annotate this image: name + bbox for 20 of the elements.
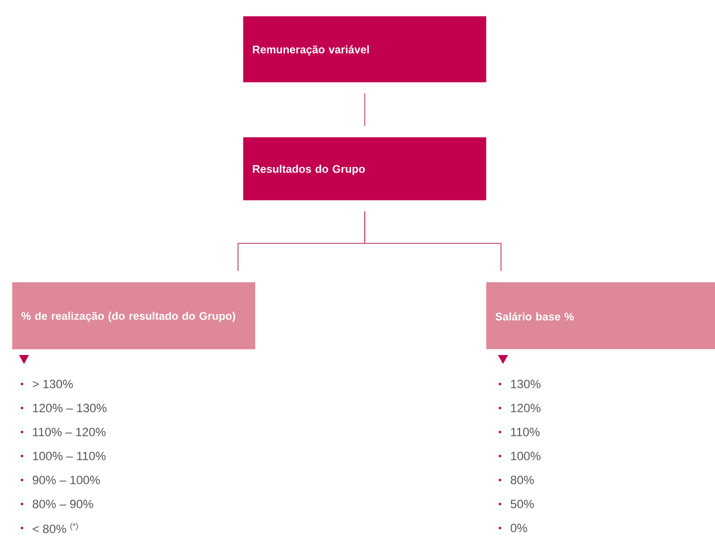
list-item: 100% [511,452,540,460]
list-item: 110% [511,428,540,436]
list-item: 90% – 100% [32,476,100,484]
process-box: Remuneração variável [243,16,486,82]
list-item: 50% [510,500,534,508]
process-box: Salário base % [486,282,715,350]
process-box: Resultados do Grupo [243,137,486,200]
list-item: 110% – 120% [33,428,106,436]
list-item: 80% – 90% [32,500,94,508]
list-item: 100% – 110% [33,452,106,460]
list-item: < 80% $^{(*)}$ [32,522,78,534]
connector-line [364,210,502,272]
connector-line [364,92,366,126]
list-item: 130% [511,380,540,388]
list-item: > 130% [32,380,73,388]
list-item: 80% [510,476,534,484]
list-item: 0% [510,524,528,532]
process-box: % de realização (do resultado do Grupo) [12,282,256,350]
list-item: 120% – 130% [33,404,106,412]
list-item: 120% [511,404,540,412]
